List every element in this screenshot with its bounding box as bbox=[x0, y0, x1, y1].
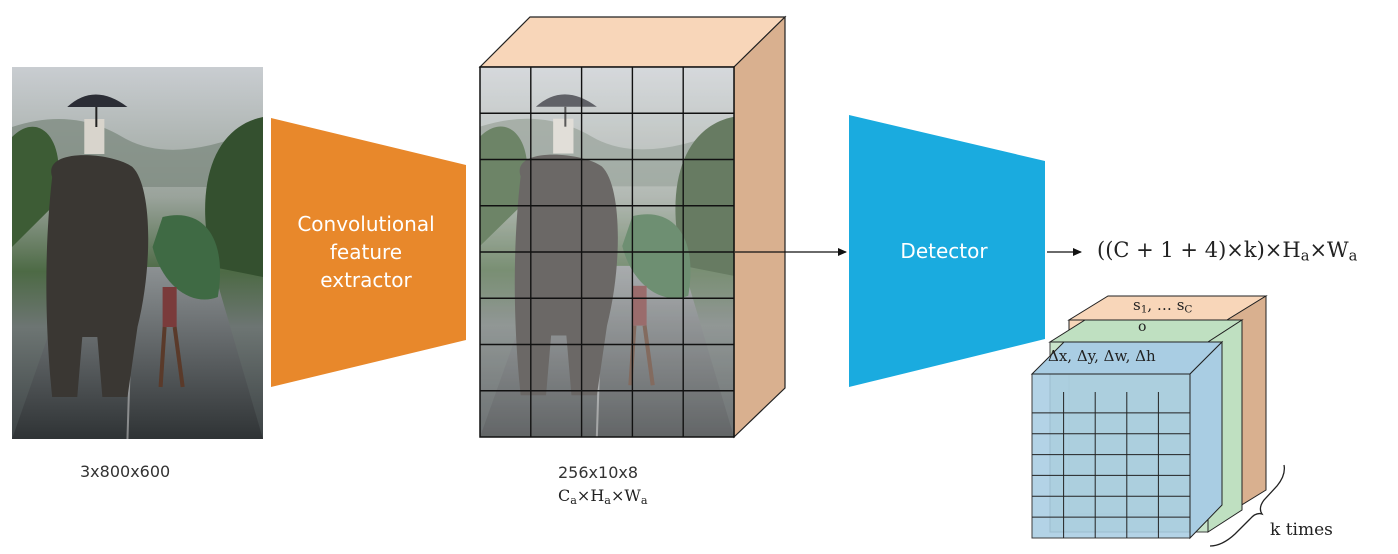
k-times-label: k times bbox=[1270, 520, 1333, 540]
class-s1: s bbox=[1133, 296, 1141, 314]
feature-map bbox=[478, 15, 787, 439]
sym-c: C bbox=[558, 486, 571, 505]
feature-extractor-label-line-1: Convolutional bbox=[297, 212, 435, 236]
feature-map-grid bbox=[480, 67, 734, 437]
k-times-brace bbox=[1209, 464, 1285, 547]
formula-sub-h: a bbox=[1300, 247, 1310, 265]
input-image bbox=[12, 67, 263, 439]
formula-sub-w: a bbox=[1348, 247, 1358, 265]
output-grid bbox=[1032, 392, 1190, 538]
feature-map-top-face bbox=[478, 16, 787, 68]
sym-h-sub: a bbox=[604, 493, 611, 507]
feature-map-symbolic-shape: Ca×Ha×Wa bbox=[558, 486, 648, 507]
feature-map-side-face bbox=[733, 15, 786, 439]
feature-extractor-label-line-3: extractor bbox=[320, 268, 412, 292]
formula-times-w: ×W bbox=[1309, 238, 1349, 262]
objectness-label: o bbox=[1138, 319, 1147, 335]
input-shape-label: 3x800x600 bbox=[80, 462, 171, 481]
class-sc: s bbox=[1176, 296, 1185, 314]
class-scores-label: s1, … sC bbox=[1133, 296, 1193, 316]
output-shape-formula: ((C + 1 + 4)×k)×Ha×Wa bbox=[1097, 238, 1357, 265]
detector-block bbox=[849, 115, 1045, 387]
formula-main: ((C + 1 + 4)×k)×H bbox=[1097, 238, 1301, 262]
feature-map-shape-label: 256x10x8 bbox=[558, 463, 639, 482]
output-cube bbox=[1030, 295, 1268, 540]
feature-extractor-block bbox=[271, 118, 466, 387]
box-deltas-front bbox=[1031, 373, 1191, 539]
box-deltas-label: Δx, Δy, Δw, Δh bbox=[1048, 347, 1156, 365]
box-deltas-side bbox=[1189, 340, 1223, 540]
feature-extractor-label-line-2: feature bbox=[329, 240, 403, 264]
detector-label: Detector bbox=[900, 239, 988, 263]
sym-c-sub: a bbox=[570, 493, 577, 507]
feature-extractor-label: Convolutional feature extractor bbox=[271, 210, 461, 294]
sym-w-sub: a bbox=[640, 493, 648, 507]
